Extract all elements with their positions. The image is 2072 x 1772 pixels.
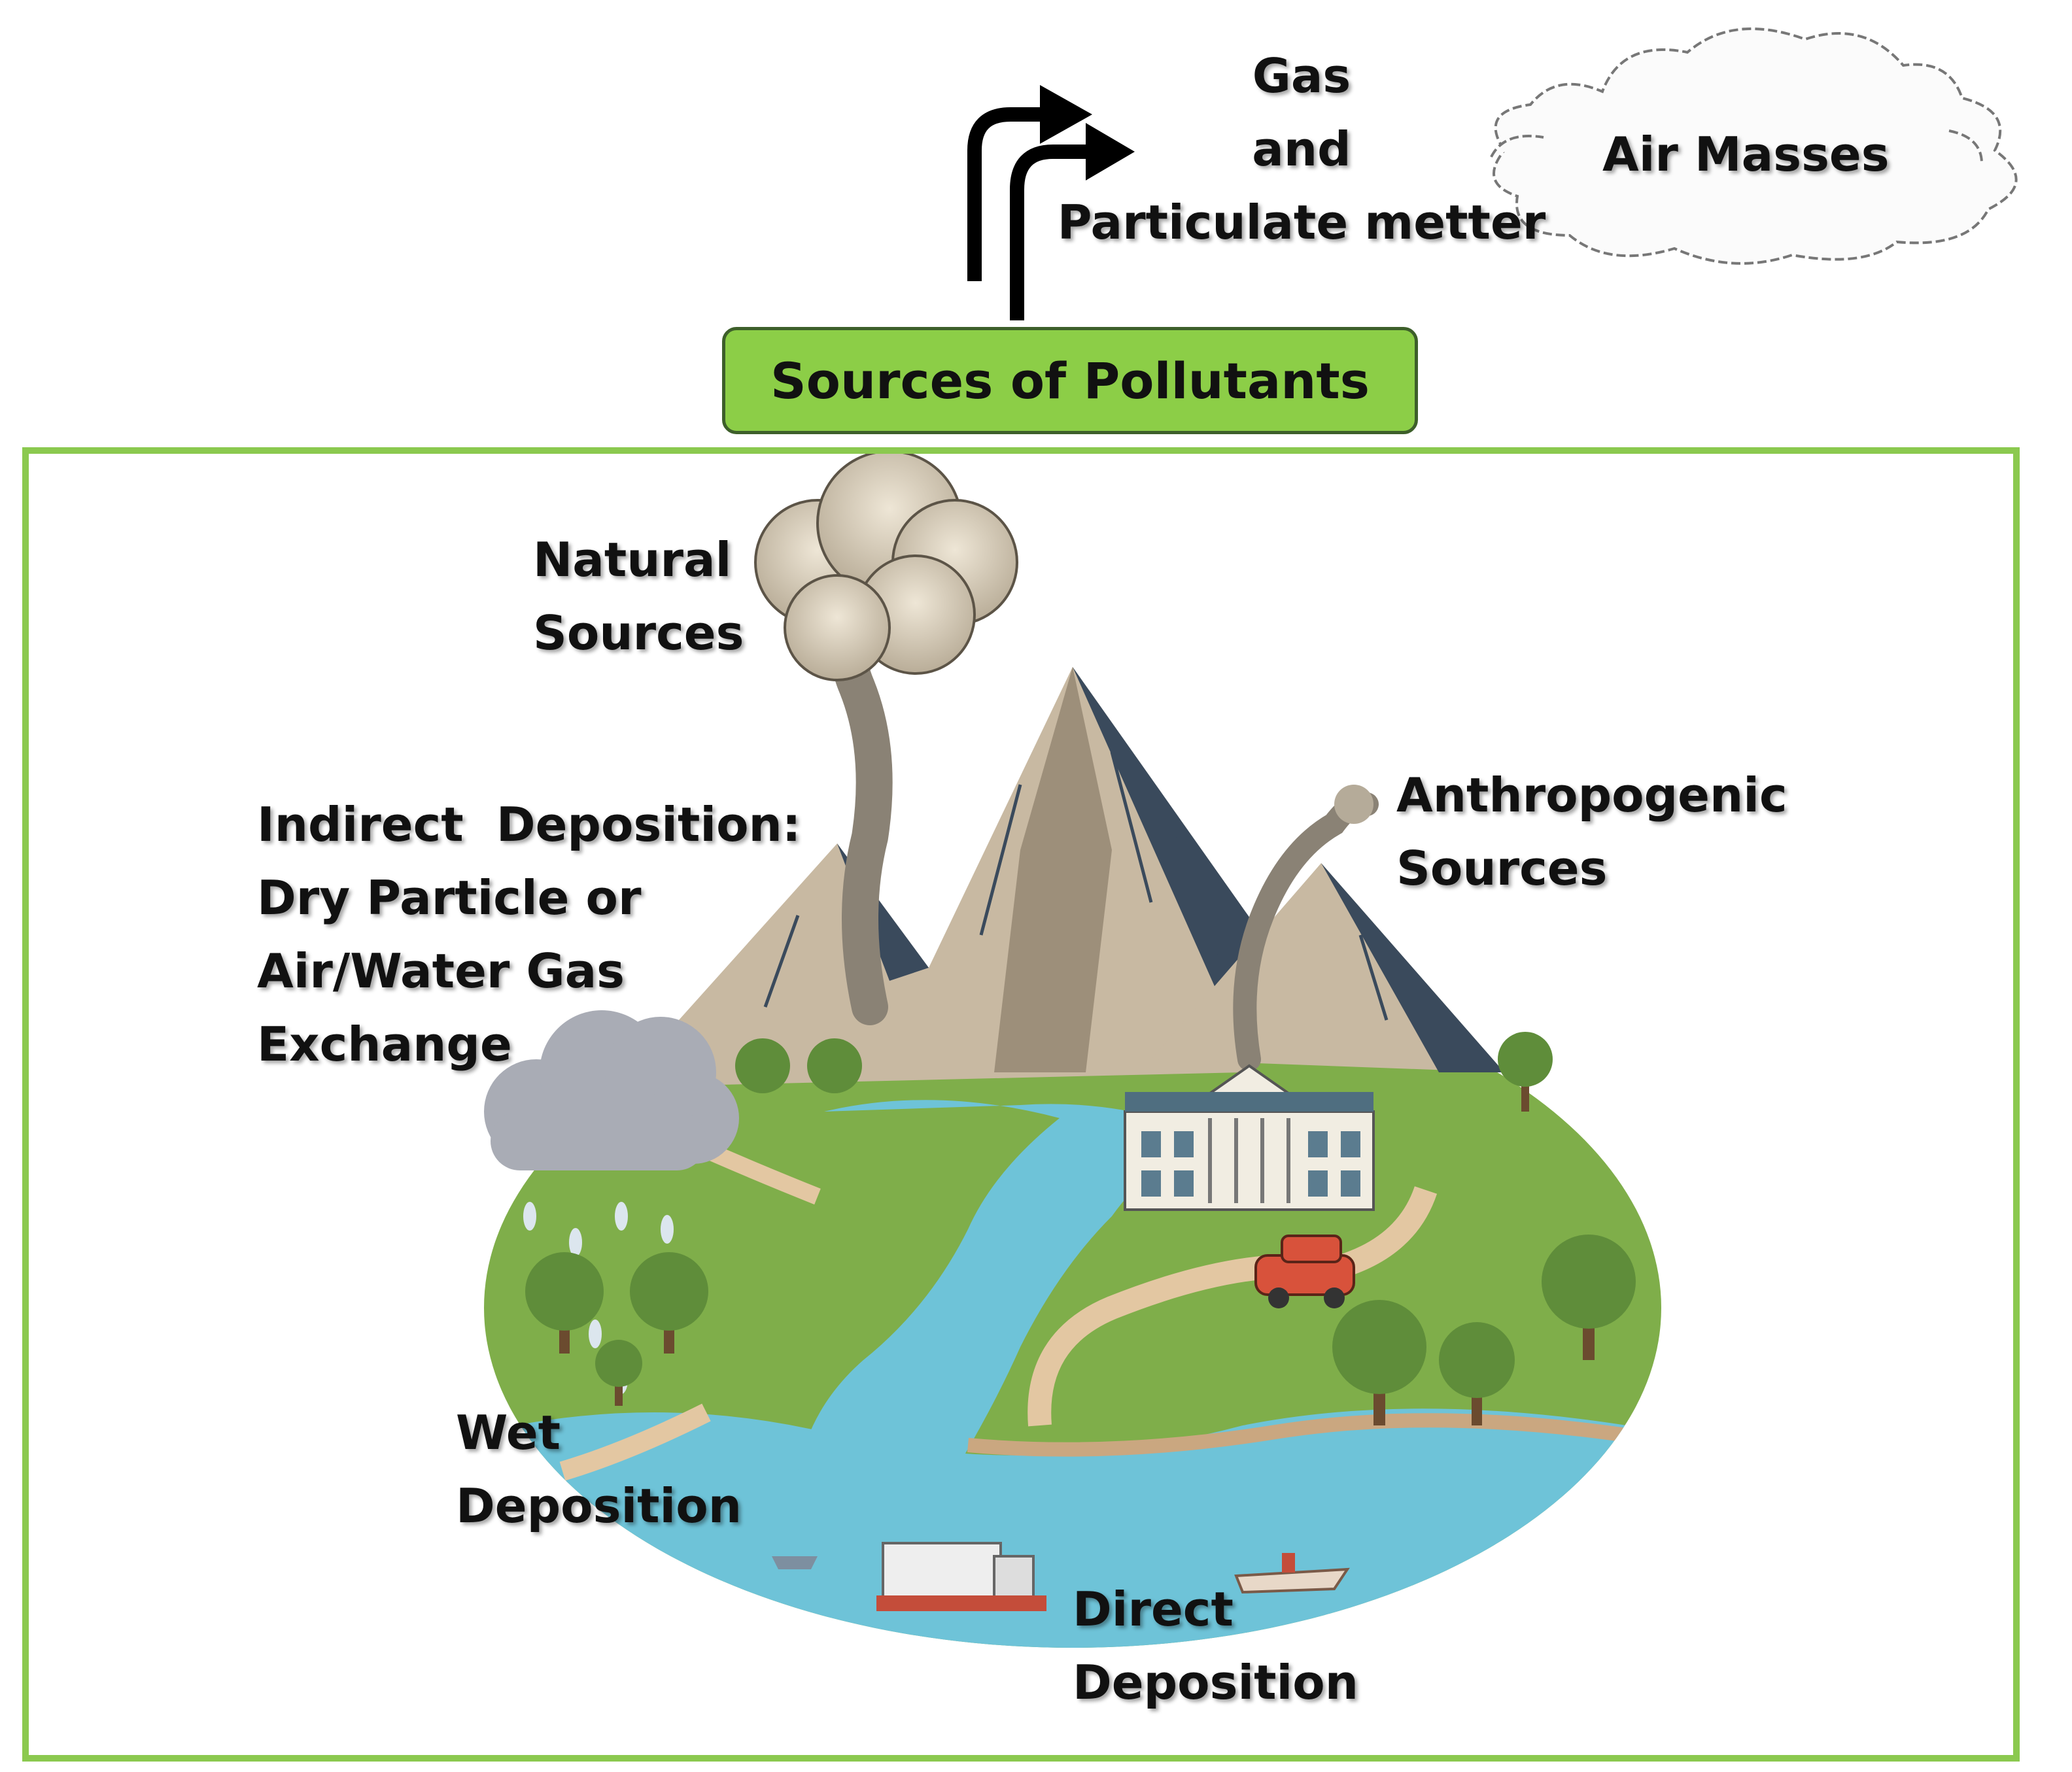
natural-line-2: Sources [533, 605, 744, 660]
gas-line-1: Gas [1252, 48, 1351, 103]
air-masses-label: Air Masses [1602, 127, 1890, 182]
anthropogenic-line-2: Sources [1396, 841, 1608, 896]
direct-deposition-label: Direct Deposition [1073, 1573, 1358, 1719]
sources-of-pollutants-box: Sources of Pollutants [722, 327, 1418, 434]
anthropogenic-sources-label: Anthropogenic Sources [1396, 758, 1787, 905]
indirect-line-1: Indirect Deposition: [257, 797, 801, 852]
arrowhead-icon [1040, 85, 1135, 180]
rain-cloud-icon [484, 1010, 739, 1170]
indirect-line-4: Exchange [257, 1017, 512, 1072]
indirect-deposition-label: Indirect Deposition: Dry Particle or Air… [257, 788, 801, 1081]
wet-line-1: Wet [456, 1405, 561, 1460]
direct-line-1: Direct [1073, 1582, 1234, 1637]
truck-icon [876, 1542, 1046, 1611]
indirect-line-2: Dry Particle or [257, 870, 642, 925]
wet-line-2: Deposition [456, 1478, 742, 1533]
indirect-line-3: Air/Water Gas [257, 944, 625, 998]
anthropogenic-line-1: Anthropogenic [1396, 768, 1787, 823]
tree-icon [525, 1032, 1636, 1425]
diagram-frame [22, 447, 2020, 1762]
boat-icon [772, 1553, 1350, 1594]
building-icon [1124, 1064, 1375, 1211]
car-icon [1254, 1235, 1355, 1308]
gas-particulate-label: Gas and Particulate metter [1046, 39, 1557, 259]
natural-sources-label: Natural Sources [533, 523, 744, 670]
natural-line-1: Natural [533, 532, 732, 587]
sources-of-pollutants-label: Sources of Pollutants [770, 351, 1370, 410]
gas-line-2: and [1252, 122, 1351, 177]
arrow-icon [967, 107, 1092, 320]
direct-line-2: Deposition [1073, 1655, 1358, 1710]
cloud-outline-icon [1490, 27, 2018, 265]
gas-line-3: Particulate metter [1057, 195, 1546, 250]
factory-smoke-icon [1233, 785, 1379, 1071]
river [798, 1100, 1203, 1471]
volcano-plume-icon [754, 450, 1018, 1025]
wet-deposition-label: Wet Deposition [456, 1396, 742, 1542]
